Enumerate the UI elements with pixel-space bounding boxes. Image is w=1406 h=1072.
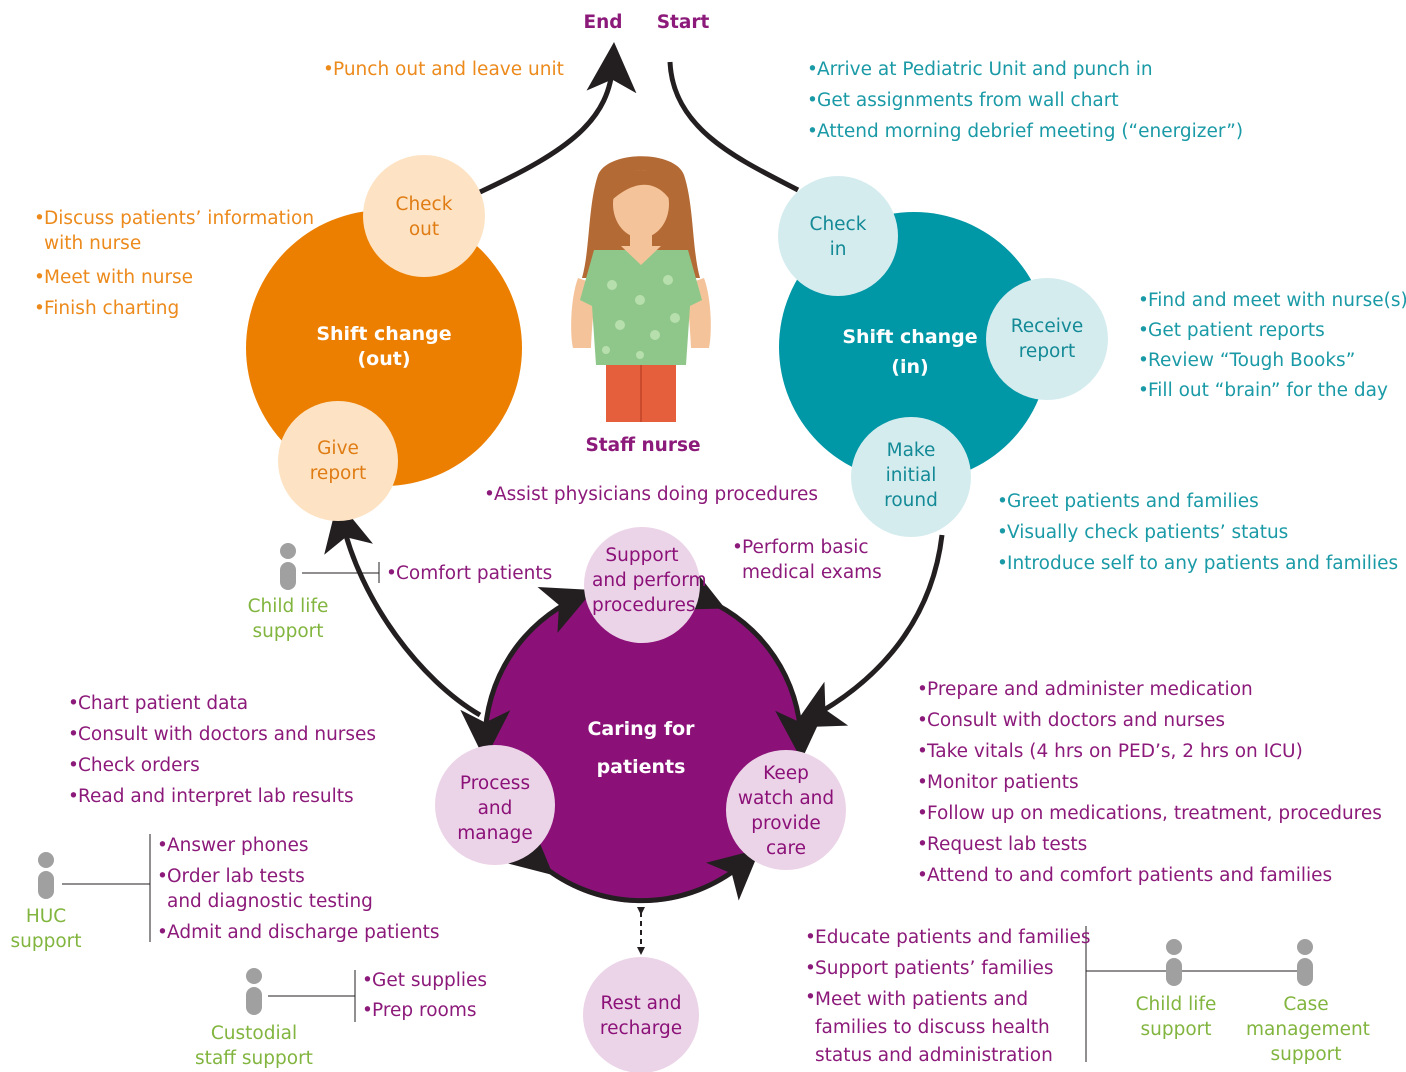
shift-change-out-title: Shift change(out) [316, 323, 452, 370]
list-item: Take vitals (4 hrs on PED’s, 2 hrs on IC… [917, 736, 1382, 767]
initial-round-task-list: Greet patients and families Visually che… [997, 486, 1398, 579]
arrow-into-caring [792, 534, 945, 728]
keep-watch-circle [726, 750, 846, 870]
list-item: Read and interpret lab results [68, 781, 376, 812]
arrow-to-give-report [324, 500, 482, 718]
list-item: Find and meet with nurse(s) [1138, 286, 1406, 316]
list-item: Comfort patients [386, 558, 552, 589]
list-item: Check orders [68, 750, 376, 781]
support-procedures-circle [584, 527, 700, 643]
list-item: Fill out “brain” for the day [1138, 376, 1406, 406]
child-life-support-2-figure [1166, 939, 1182, 986]
list-item: Visually check patients’ status [997, 517, 1398, 548]
caring-arc-left [460, 595, 579, 760]
end-label: End [583, 12, 623, 33]
list-item: Punch out and leave unit [323, 54, 564, 85]
list-item: Educate patients and families [805, 922, 1091, 953]
list-item: Greet patients and families [997, 486, 1398, 517]
list-item: Prepare and administer medication [917, 674, 1382, 705]
family-task-list: Educate patients and families Support pa… [805, 922, 1091, 1070]
check-out-circle [363, 155, 485, 277]
list-item: Monitor patients [917, 767, 1382, 798]
staff-nurse-figure [571, 156, 711, 422]
list-item: Prep rooms [362, 996, 487, 1026]
punch-out-task: Punch out and leave unit [323, 54, 564, 85]
list-item: Review “Tough Books” [1138, 346, 1406, 376]
case-management-support-figure [1297, 939, 1313, 986]
receive-report-task-list: Find and meet with nurse(s) Get patient … [1138, 286, 1406, 406]
list-item: Get assignments from wall chart [807, 85, 1243, 116]
start-label: Start [656, 12, 710, 33]
list-item: Support patients’ families [805, 953, 1091, 984]
check-in-circle [778, 176, 898, 296]
caring-arc-bottom [498, 823, 761, 904]
list-item: Request lab tests [917, 829, 1382, 860]
list-item: Attend to and comfort patients and famil… [917, 860, 1382, 891]
list-item: Consult with doctors and nurses [917, 705, 1382, 736]
assist-physicians-task: Assist physicians doing procedures [484, 479, 818, 510]
start-task-list: Arrive at Pediatric Unit and punch in Ge… [807, 54, 1243, 147]
arrow-to-end [478, 42, 637, 195]
list-item: Admit and discharge patients [157, 917, 440, 948]
list-item: Consult with doctors and nurses [68, 719, 376, 750]
rest-recharge-circle [583, 957, 699, 1072]
list-item: Assist physicians doing procedures [484, 479, 818, 510]
custodial-support-figure [246, 968, 262, 1015]
list-item: Attend morning debrief meeting (“energiz… [807, 116, 1243, 147]
list-item: Meet with nurse [34, 262, 314, 293]
list-item: Chart patient data [68, 688, 376, 719]
process-manage-circle [435, 745, 555, 865]
child-life-support-1-figure [280, 543, 296, 590]
list-item: Answer phones [157, 830, 440, 861]
give-report-circle [278, 401, 398, 521]
list-item: Arrive at Pediatric Unit and punch in [807, 54, 1243, 85]
shift-change-in-title: Shift change(in) [842, 326, 978, 378]
process-task-list: Chart patient data Consult with doctors … [68, 688, 376, 812]
list-item: Follow up on medications, treatment, pro… [917, 798, 1382, 829]
initial-round-circle [851, 417, 971, 537]
huc-support-figure [38, 852, 54, 899]
list-item: Get supplies [362, 966, 487, 996]
list-item: Finish charting [34, 293, 314, 324]
comfort-task: Comfort patients [386, 558, 552, 589]
receive-report-circle [986, 278, 1108, 400]
list-item: Get patient reports [1138, 316, 1406, 346]
custodial-task-list: Get supplies Prep rooms [362, 966, 487, 1026]
care-task-list: Prepare and administer medication Consul… [917, 674, 1382, 891]
list-item: Introduce self to any patients and famil… [997, 548, 1398, 579]
arrow-from-start [667, 61, 800, 193]
staff-nurse-label: Staff nurse [585, 435, 701, 456]
